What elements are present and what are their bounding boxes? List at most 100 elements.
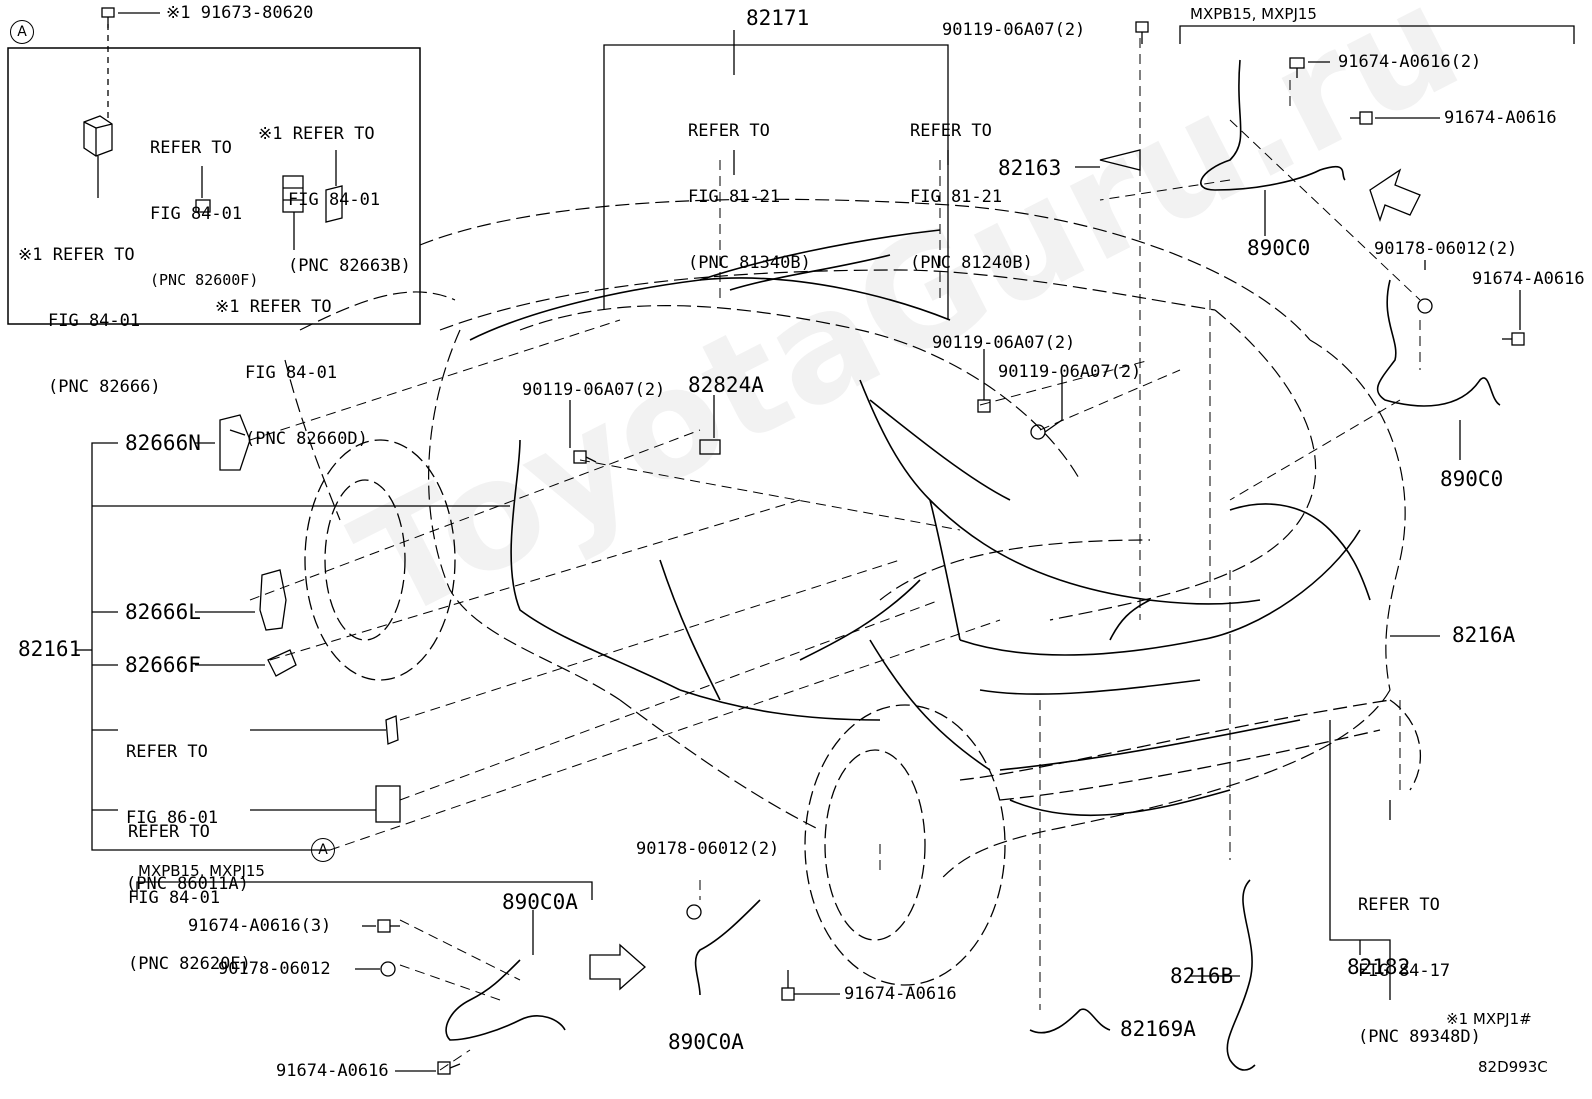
bolt-icon [101, 7, 115, 28]
connector-block-icon [282, 175, 304, 213]
rear-wheel-left [304, 439, 456, 681]
ref-line: REFER TO [126, 742, 208, 762]
bolt-label-a: 91674-A0616(2) [1338, 52, 1482, 72]
inset-ref-82666: ※1 REFER TO FIG 84-01 (PNC 82666) [18, 200, 161, 420]
ref-line: REFER TO [910, 121, 992, 141]
ref-line: FIG 81-21 [688, 187, 781, 207]
clip-label: 90178-06012(2) [1374, 239, 1518, 259]
part-82666f: 82666F [125, 653, 201, 677]
clip-label-2: 90178-06012(2) [636, 839, 780, 859]
wire-82169a [1029, 1008, 1111, 1034]
bolt-label-mid1: 90119-06A07(2) [932, 333, 1076, 353]
ref-line: (PNC 82660D) [245, 429, 368, 449]
bolt-label-top: 90119-06A07(2) [942, 20, 1086, 40]
wire-harness [469, 229, 1371, 817]
ref-line: (PNC 81340B) [688, 253, 811, 273]
part-890c0a-2: 890C0A [668, 1030, 744, 1054]
part-82182: 82182 [1347, 955, 1411, 979]
ref-line: FIG 81-21 [910, 187, 1003, 207]
part-82824a: 82824A [688, 373, 764, 397]
ref-line: FIG 84-01 [48, 311, 141, 331]
ref-line: FIG 84-01 [128, 888, 221, 908]
footnote: ※1 MXPJ1# [1446, 1010, 1532, 1028]
ref-81340b: REFER TO FIG 81-21 (PNC 81340B) [688, 76, 811, 296]
rear-wheel-right [804, 704, 1006, 986]
part-890c0-mid: 890C0 [1440, 467, 1504, 491]
ref-line: (PNC 81240B) [910, 253, 1033, 273]
connector-82163-icon [1099, 149, 1141, 171]
ref-line: (PNC 86011A) [126, 874, 249, 894]
ref-line: (PNC 82666) [48, 377, 161, 397]
right-group-heading: MXPB15, MXPJ15 [1190, 5, 1317, 23]
marker-a: A [311, 838, 335, 862]
relay-small-icon [195, 199, 211, 213]
diagram-id: 82D993C [1478, 1058, 1548, 1076]
clip-icon [1417, 298, 1433, 314]
bolt-label-b: 91674-A0616 [1444, 108, 1557, 128]
part-890c0a: 890C0A [502, 890, 578, 914]
wire-8216b [1226, 879, 1256, 1071]
ref-81240b: REFER TO FIG 81-21 (PNC 81240B) [910, 76, 1033, 296]
bolt-icon [977, 390, 991, 413]
wire-890c0-mid [1376, 279, 1501, 407]
ref-line: (PNC 82663B) [288, 256, 411, 276]
bolt-icon [781, 970, 795, 1001]
rear-bumper [959, 699, 1422, 801]
wire-890c0a-2 [694, 899, 761, 996]
part-8216a: 8216A [1452, 623, 1516, 647]
part-82163: 82163 [998, 156, 1062, 180]
bottom-group-heading: MXPB15, MXPJ15 [138, 862, 265, 880]
ref-89348d: REFER TO FIG 84-17 (PNC 89348D) [1358, 850, 1481, 1070]
bolt-icon [1289, 57, 1305, 78]
bolt-label-mid2: 90119-06A07(2) [998, 362, 1142, 382]
ref-line: REFER TO [150, 138, 232, 158]
part-82171: 82171 [746, 6, 810, 30]
ref-line: (PNC 82620E) [128, 954, 251, 974]
bolt-icon [1135, 21, 1149, 44]
inset-bolt-label: ※1 91673-80620 [166, 3, 314, 23]
bolt-icon [573, 450, 597, 464]
clip-icon [686, 904, 702, 920]
wire-890c0a [445, 959, 566, 1041]
bolt-label-1: 91674-A0616 [276, 1061, 389, 1081]
ref-line: REFER TO [128, 822, 210, 842]
bolt-label-left: 90119-06A07(2) [522, 380, 666, 400]
part-82666l: 82666L [125, 600, 201, 624]
part-82169a: 82169A [1120, 1017, 1196, 1041]
bolt-icon [437, 1061, 461, 1075]
connector-82824a-icon [699, 439, 721, 455]
part-82666n: 82666N [125, 431, 201, 455]
ref-line: ※1 REFER TO [215, 297, 332, 317]
ref-86011a: REFER TO FIG 86-01 (PNC 86011A) [126, 697, 249, 917]
part-8216b: 8216B [1170, 964, 1234, 988]
ref-line: FIG 84-01 [150, 204, 243, 224]
bolt-label-3: 91674-A0616(3) [188, 916, 332, 936]
ref-82620e: REFER TO FIG 84-01 (PNC 82620E) [128, 777, 251, 997]
leader-lines [249, 38, 1421, 1071]
ref-line: (PNC 89348D) [1358, 1027, 1481, 1047]
part-82161: 82161 [18, 637, 82, 661]
inset-ref-82600f: REFER TO FIG 84-01 (PNC 82600F) [150, 93, 258, 313]
connector-82666n-icon [219, 414, 251, 471]
bolt-icon [1502, 332, 1525, 346]
part-890c0-top: 890C0 [1247, 236, 1311, 260]
connector-82666f-icon [267, 649, 297, 677]
connector-86011a-icon [385, 715, 399, 745]
ref-line: FIG 86-01 [126, 808, 219, 828]
ref-line: FIG 84-17 [1358, 961, 1451, 981]
bolt-label-2: 91674-A0616 [844, 984, 957, 1004]
connector-82620e-icon [375, 785, 401, 823]
ref-line: FIG 84-01 [288, 190, 381, 210]
wire-890c0-top [1200, 59, 1346, 191]
inset-ref-82663b: ※1 REFER TO FIG 84-01 (PNC 82663B) [258, 79, 411, 299]
connector-82666l-icon [259, 569, 287, 631]
relay-block-icon [83, 115, 113, 157]
fuse-block-icon [325, 185, 343, 223]
ref-line: FIG 84-01 [245, 363, 338, 383]
ref-line: REFER TO [688, 121, 770, 141]
bolt-icon [377, 919, 400, 933]
inset-frame [7, 47, 421, 325]
marker-a-inset: A [10, 20, 34, 44]
inset-ref-82660d: ※1 REFER TO FIG 84-01 (PNC 82660D) [215, 252, 368, 472]
